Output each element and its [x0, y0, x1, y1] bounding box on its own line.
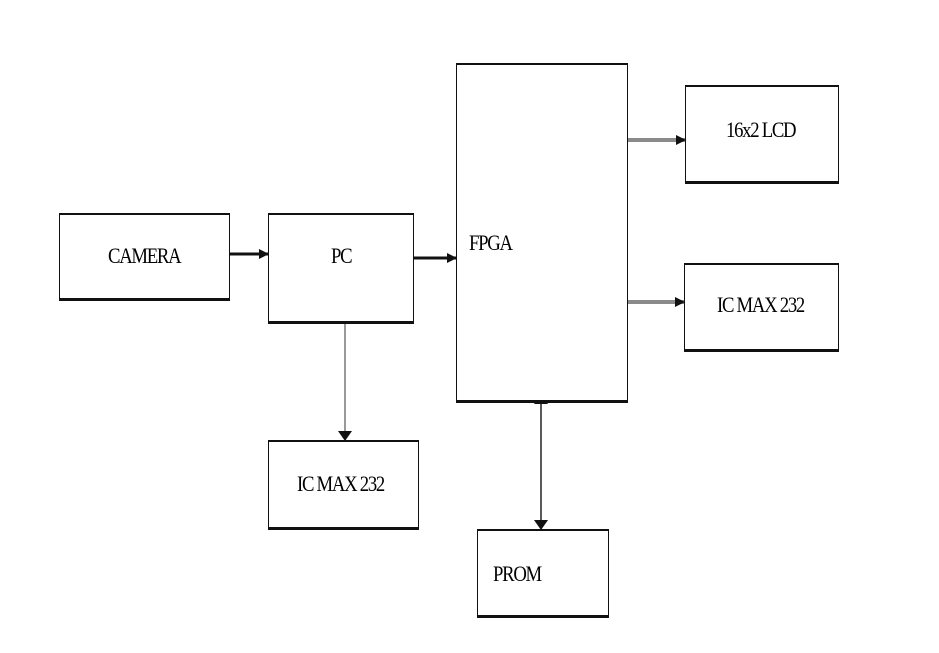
block-prom: PROM — [477, 529, 609, 618]
block-camera: CAMERA — [59, 213, 230, 301]
block-icmax-right-label: IC MAX 232 — [717, 292, 805, 317]
block-icmax-bottom-label: IC MAX 232 — [297, 471, 385, 496]
block-camera-label: CAMERA — [108, 243, 182, 268]
block-lcd: 16x2 LCD — [685, 85, 839, 184]
block-icmax-bottom: IC MAX 232 — [268, 440, 419, 530]
block-fpga-label: FPGA — [469, 230, 513, 255]
block-lcd-label: 16x2 LCD — [726, 117, 797, 142]
block-pc-label: PC — [331, 243, 353, 268]
block-fpga: FPGA — [456, 63, 628, 403]
block-icmax-right: IC MAX 232 — [684, 263, 839, 352]
block-prom-label: PROM — [493, 561, 542, 586]
block-pc: PC — [268, 213, 414, 324]
